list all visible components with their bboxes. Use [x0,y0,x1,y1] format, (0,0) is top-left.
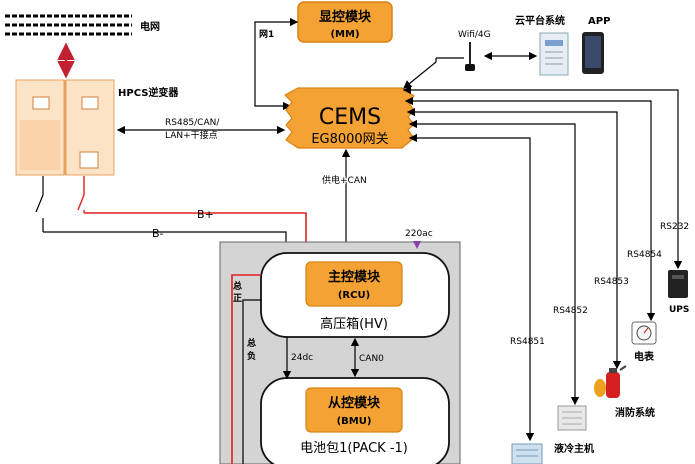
total-positive-bus [231,274,261,464]
b-plus-bus [84,212,307,252]
bmu-title: 从控模块 [328,395,381,411]
ac220-marker [413,241,421,249]
ac220-label: 220ac [405,229,433,239]
mm-cems-link [254,17,299,111]
grid-lines [5,14,132,36]
meter-icon [631,321,657,345]
ups-icon [668,270,688,298]
inverter-label: HPCS逆变器 [118,86,179,99]
total-neg-char1: 总 [247,337,256,349]
fire-extinguisher-icon [594,365,627,398]
wifi-label: Wifi/4G [458,30,491,40]
display-module-title: 显控模块 [319,9,372,25]
inverter-cabinet-icon [15,79,115,176]
total-pos-char1: 总 [233,280,242,292]
total-negative-bus [242,299,261,464]
meter-label: 电表 [634,350,655,363]
net-label: 网1 [259,29,274,40]
other-bus-label: RS4851 [510,337,545,347]
dc-switches [35,176,85,232]
rcu-module [305,261,403,307]
rcu-subtitle: (RCU) [338,290,370,301]
bmu-module [305,387,403,433]
dc24-label: 24dc [291,353,313,363]
app-label: APP [588,16,610,27]
can0-label: CAN0 [359,354,384,364]
ups-bus-label: RS232 [660,222,689,232]
power-can-label: 供电+CAN [322,174,367,186]
ups-label: UPS [669,305,689,315]
bmu-subtitle: (BMU) [337,416,372,427]
cems-title: CEMS [319,105,381,130]
rcu-title: 主控模块 [328,269,381,285]
device-icon [511,443,543,464]
fire-bus-label: RS4853 [594,277,629,287]
inverter-link-line1: RS485/CAN/ [165,118,220,128]
grid-label: 电网 [140,20,160,33]
cloud-platform-label: 云平台系统 [515,14,565,27]
meter-bus-label: RS4854 [627,250,662,260]
phone-icon [582,32,604,74]
pack-label: 电池包1(PACK -1) [300,441,408,456]
b-plus-label: B+ [197,208,214,221]
antenna-icon [465,42,475,71]
cems-subtitle: EG8000网关 [311,132,388,147]
total-neg-char2: 负 [247,350,256,362]
cooler-label: 液冷主机 [554,442,594,455]
fire-label: 消防系统 [615,406,655,419]
cems-wifi-link [403,58,437,89]
peripheral-buses [402,85,683,442]
cooler-icon [557,405,587,431]
server-icon [539,32,569,76]
inverter-link-line2: LAN+干接点 [165,129,218,141]
display-module-subtitle: (MM) [330,29,359,40]
total-pos-char2: 正 [233,293,242,304]
cooler-bus-label: RS4852 [553,306,588,316]
b-minus-label: B- [152,227,164,240]
hv-box-label: 高压箱(HV) [320,316,388,332]
